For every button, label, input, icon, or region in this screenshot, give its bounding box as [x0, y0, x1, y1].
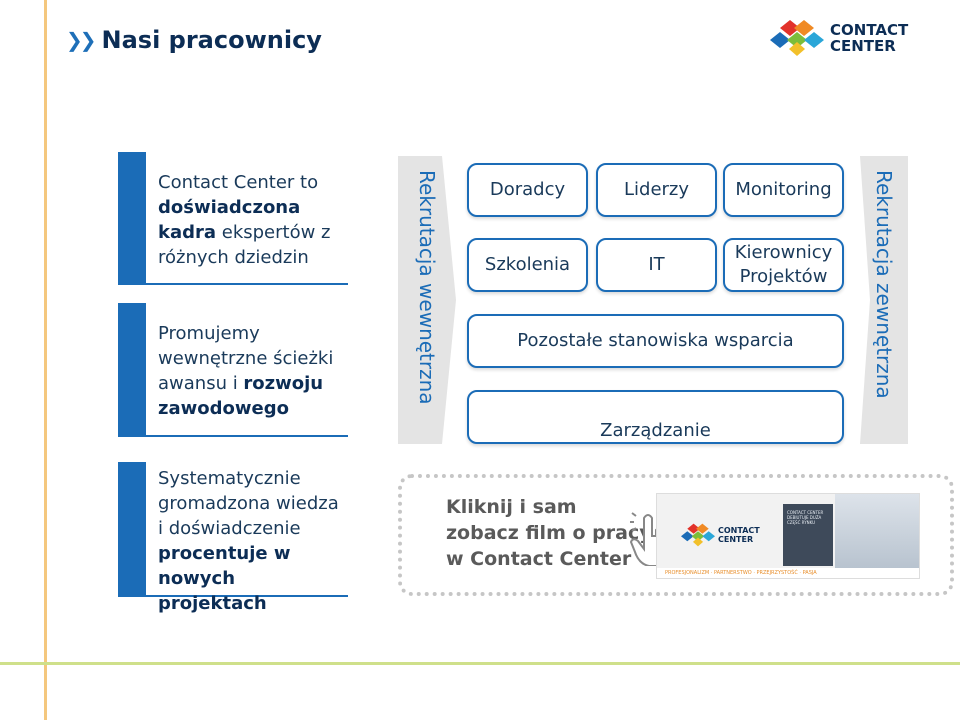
role-box-pozostale: Pozostałe stanowiska wsparcia [467, 314, 844, 368]
info-block-experience: Contact Center to doświadczona kadra eks… [118, 152, 348, 285]
logo-mark-icon [770, 20, 824, 56]
info-block-text: Systematycznie gromadzona wiedza i doświ… [158, 468, 339, 614]
info-block-text: Contact Center to doświadczona kadra eks… [158, 172, 331, 268]
info-block-text: Promujemy wewnętrzne ścieżki awansu i ro… [158, 323, 334, 419]
logo-mark-icon [681, 523, 715, 547]
internal-recruitment-label: Rekrutacja wewnętrzna [415, 170, 439, 405]
video-title-card: CONTACT CENTER DEBIUTUJE DUŻA CZĘŚĆ RYNK… [783, 504, 833, 566]
info-block-knowledge: Systematycznie gromadzona wiedza i doświ… [118, 462, 348, 614]
external-recruitment-label: Rekrutacja zewnętrzna [872, 170, 896, 399]
video-strip: PROFESJONALIZM · PARTNERSTWO · PRZEJRZYS… [657, 568, 919, 578]
role-box-doradcy: Doradcy [467, 163, 588, 217]
page-title-text: Nasi pracownicy [101, 26, 322, 54]
film-video-thumbnail[interactable]: CONTACT CENTER CONTACT CENTER DEBIUTUJE … [656, 493, 920, 579]
decorative-vertical-line [44, 0, 47, 720]
role-box-it: IT [596, 238, 717, 292]
contact-center-logo: CONTACT CENTER [770, 18, 908, 58]
info-block-promotion: Promujemy wewnętrzne ścieżki awansu i ro… [118, 303, 348, 437]
external-recruitment-arrow: Rekrutacja zewnętrzna [860, 156, 908, 444]
internal-recruitment-arrow: Rekrutacja wewnętrzna [398, 156, 456, 444]
video-logo: CONTACT CENTER [681, 522, 760, 548]
role-box-zarzadzanie: Zarządzanie [467, 390, 844, 444]
video-photo [835, 494, 919, 568]
role-box-szkolenia: Szkolenia [467, 238, 588, 292]
double-chevron-icon: ❯❯ [66, 28, 96, 52]
role-box-monitoring: Monitoring [723, 163, 844, 217]
film-link-frame[interactable] [398, 474, 954, 596]
page-title: ❯❯ Nasi pracownicy [66, 26, 322, 54]
logo-line-2: CENTER [830, 37, 896, 55]
film-link-text[interactable]: Kliknij i sam zobacz film o pracy w Cont… [446, 496, 652, 570]
role-box-kierownicy: Kierownicy Projektów [723, 238, 844, 292]
role-box-liderzy: Liderzy [596, 163, 717, 217]
logo-line-1: CONTACT [830, 21, 909, 39]
decorative-horizontal-line [0, 662, 960, 665]
